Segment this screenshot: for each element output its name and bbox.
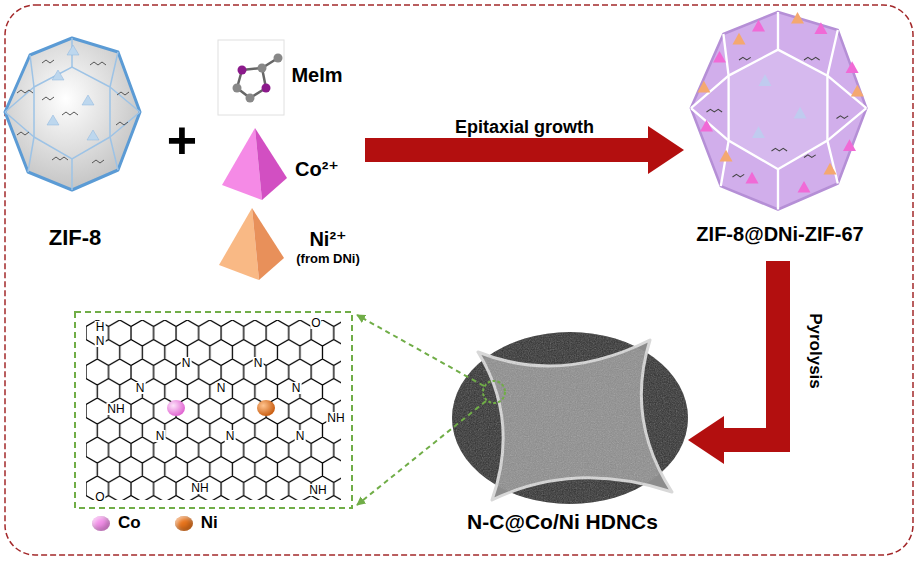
node-label: Co²⁺ <box>287 157 347 181</box>
atom-label: O <box>310 317 321 329</box>
melm-molecule <box>218 40 284 115</box>
atom-label: N <box>181 357 192 369</box>
atom-label: N <box>155 430 166 442</box>
atom-label: NH <box>326 412 345 424</box>
crystal-illustration: ZIF-8 <box>5 30 145 260</box>
legend-label: Ni <box>201 513 218 533</box>
product-image: N-C@Co/Ni HDNCs <box>440 330 685 535</box>
atom-label: N <box>291 382 302 394</box>
arrow-body <box>365 138 650 162</box>
atom-label: N <box>95 335 106 347</box>
reagent-item: Ni²⁺(from DNi) <box>212 205 382 285</box>
atom-label: N <box>135 382 146 394</box>
arrow-head <box>648 126 684 174</box>
text-group: ZIF-8 <box>5 225 145 251</box>
node-label: N-C@Co/Ni HDNCs <box>440 509 685 534</box>
arrow-head <box>688 416 724 464</box>
core-shell-polyhedron <box>691 12 867 210</box>
sem-image <box>452 332 688 504</box>
text-group: ZIF-8@DNi-ZIF-67 <box>670 222 890 246</box>
atom-label: NH <box>190 482 209 494</box>
node-label: ZIF-8@DNi-ZIF-67 <box>670 222 890 246</box>
node-label: MeIm <box>287 63 347 87</box>
node-label: ZIF-8 <box>5 225 145 251</box>
ni-tetrahedron <box>219 208 284 280</box>
atom-label: NH <box>308 484 327 496</box>
reagent-item: Co²⁺ <box>215 125 350 205</box>
atom-label: H <box>95 321 106 333</box>
outer-frame <box>5 5 913 555</box>
text-group: MeIm <box>287 63 347 87</box>
atom-label: N <box>253 357 264 369</box>
atom-label: O <box>94 491 105 503</box>
co-tetrahedron <box>222 128 287 200</box>
atom-label: N <box>216 382 227 394</box>
legend: Co Ni <box>92 513 252 533</box>
carbon-structure <box>75 312 352 508</box>
plus-sign: + <box>166 114 198 166</box>
legend-swatch <box>92 516 110 531</box>
legend-swatch <box>175 516 193 531</box>
arrow-body <box>722 261 778 440</box>
atom-label: NH <box>106 403 125 415</box>
node-label: Ni²⁺ <box>283 227 373 251</box>
reagent-item: MeIm <box>215 38 350 118</box>
text-group: N-C@Co/Ni HDNCs <box>440 509 685 534</box>
arrow-label: Pyrolysis <box>807 313 824 389</box>
legend-item: Co <box>92 513 141 533</box>
text-group: Ni²⁺(from DNi) <box>283 227 373 267</box>
legend-item: Ni <box>175 513 218 533</box>
zoom-leader <box>357 315 486 505</box>
text-group: Co²⁺ <box>287 157 347 181</box>
crystal-illustration: ZIF-8@DNi-ZIF-67 <box>670 10 890 255</box>
zif8-polyhedron <box>5 38 140 190</box>
arrow-label: Epitaxial growth <box>455 118 594 136</box>
process-arrow <box>688 261 778 464</box>
atom-label: N <box>225 430 236 442</box>
node-label: (from DNi) <box>283 251 373 267</box>
atom-label: N <box>295 430 306 442</box>
legend-label: Co <box>118 513 141 533</box>
